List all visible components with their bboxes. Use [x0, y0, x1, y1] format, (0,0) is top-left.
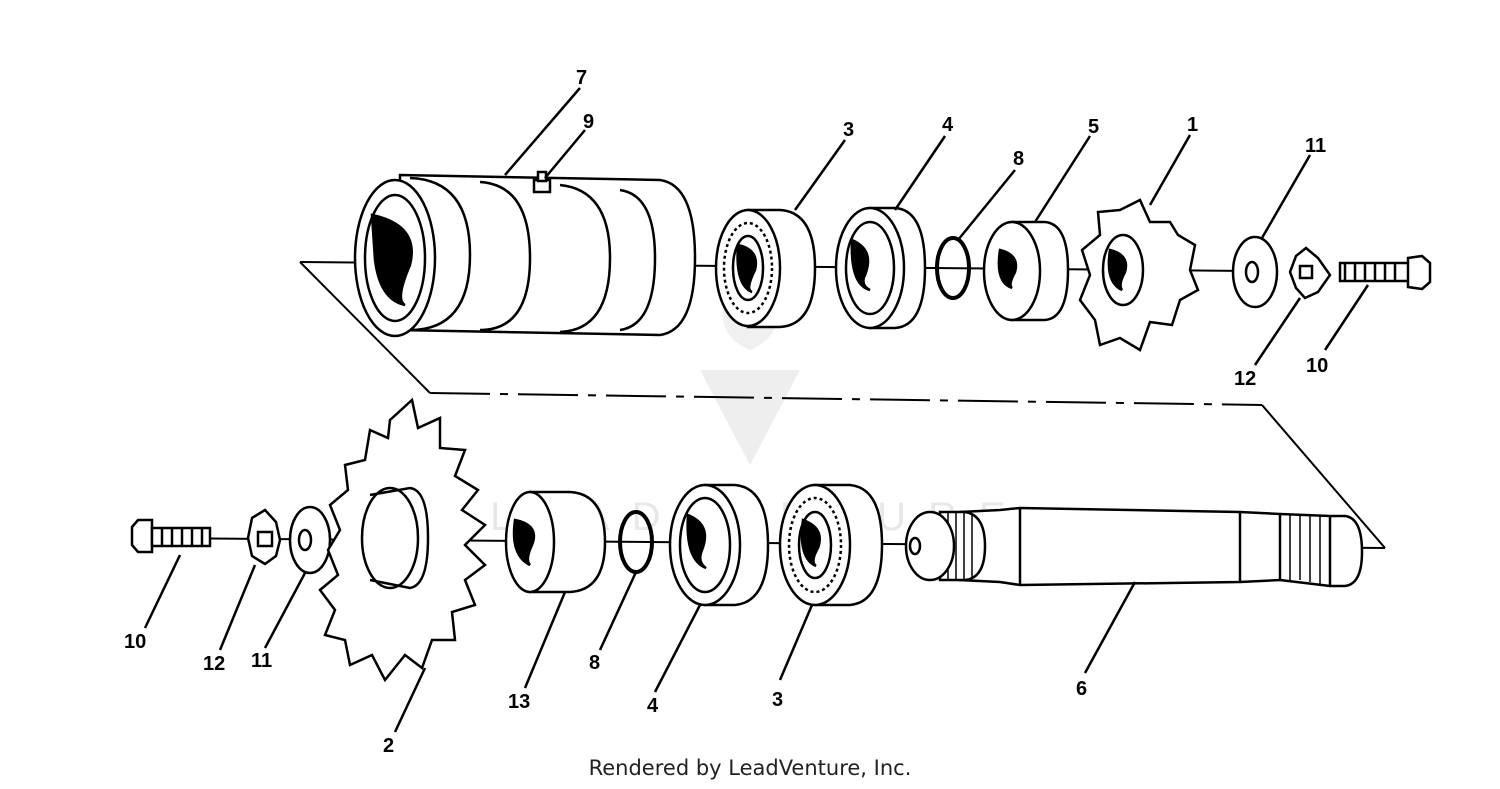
callout-spacer-bottom: 13: [508, 691, 530, 713]
housing-part: [353, 170, 697, 338]
callout-washer-bottom: 11: [251, 650, 272, 672]
callout-o-ring-top: 8: [1013, 148, 1024, 170]
callout-o-ring-bottom: 8: [589, 652, 600, 674]
bearing-cup-part: [834, 206, 927, 330]
bearing-part: [714, 208, 817, 329]
callout-spacer: 5: [1088, 116, 1099, 138]
leader-lines: [143, 87, 1370, 733]
o-ring-part: [935, 236, 971, 300]
callout-lock-washer-bottom: 12: [203, 653, 225, 675]
callout-small-sprocket: 1: [1187, 114, 1198, 136]
bolt-part: [1338, 254, 1432, 291]
callout-bolt-top: 10: [1306, 355, 1328, 377]
washer-part: [288, 505, 332, 575]
callout-large-sprocket: 2: [383, 735, 394, 757]
callout-bearing-bottom: 3: [772, 689, 783, 711]
callout-washer-top: 11: [1305, 135, 1326, 157]
washer-part: [1231, 235, 1279, 309]
callout-bearing-cup-top: 4: [942, 114, 954, 136]
lock-washer-part: [1288, 246, 1332, 300]
lock-washer-part: [246, 508, 282, 566]
callout-bearing-top: 3: [843, 119, 854, 141]
small-sprocket-part: [1078, 198, 1200, 352]
callout-bolt-bottom: 10: [124, 631, 146, 653]
bolt-part: [130, 518, 212, 554]
spacer-part: [982, 220, 1070, 322]
shaft-part: [904, 506, 1364, 588]
callout-shaft: 6: [1076, 678, 1087, 700]
callout-grease-fitting: 9: [583, 111, 594, 133]
callout-numbers: 7 9 3 4 8 5 1 11 12 10 10 12 11 2 13 8 4…: [124, 67, 1328, 757]
bearing-part: [778, 483, 884, 607]
render-credit: Rendered by LeadVenture, Inc.: [588, 756, 912, 780]
callout-bearing-cup-bottom: 4: [647, 695, 659, 717]
large-sprocket-part: [318, 397, 487, 683]
bearing-cup-part: [668, 483, 770, 607]
callout-lock-washer-top: 12: [1234, 368, 1256, 390]
callout-housing: 7: [576, 67, 587, 89]
spacer-part: [504, 490, 607, 594]
